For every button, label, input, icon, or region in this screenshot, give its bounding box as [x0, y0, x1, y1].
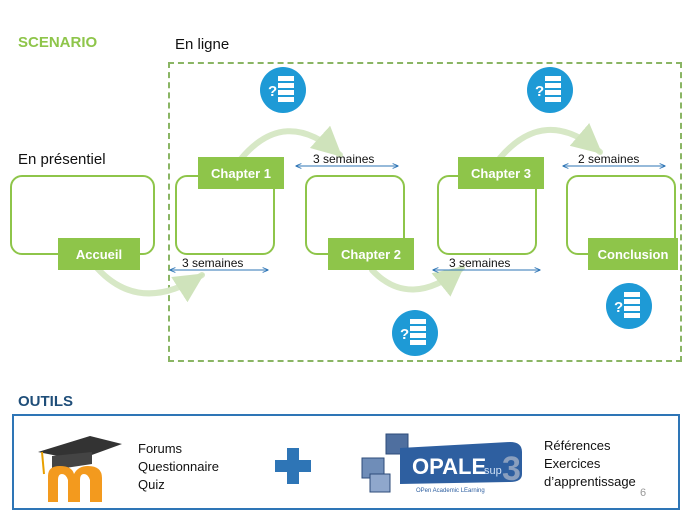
online-zone — [168, 62, 682, 362]
curve-chapter1-chapter2 — [237, 125, 343, 163]
step-tag-chapter-1: Chapter 1 — [198, 157, 284, 189]
moodle-item-questionnaire: Questionnaire — [138, 459, 219, 474]
opale-logo-numeral: 3 — [502, 450, 521, 488]
quiz-icon-chapter2: ? — [392, 310, 438, 356]
opale-logo-suffix: sup — [484, 465, 502, 477]
duration-label-3: 3 semaines — [449, 256, 511, 270]
step-tag-chapter-3: Chapter 3 — [458, 157, 544, 189]
curve-accueil-chapter1 — [94, 265, 205, 303]
opale-item-apprentissage: d’apprentissage — [544, 474, 636, 489]
opale-logo-tagline: OPen Academic LEarning — [416, 488, 485, 494]
quiz-icon-chapter1: ? — [260, 67, 306, 113]
svg-text:?: ? — [535, 83, 544, 100]
moodle-item-forums: Forums — [138, 441, 183, 456]
duration-arrows — [170, 166, 665, 270]
opale-item-references: Références — [544, 438, 611, 453]
step-tag-conclusion: Conclusion — [588, 238, 678, 270]
tools-heading: OUTILS — [18, 393, 73, 410]
duration-label-2: 3 semaines — [313, 152, 375, 166]
duration-label-1: 3 semaines — [182, 256, 244, 270]
onsite-label: En présentiel — [18, 151, 106, 168]
step-tag-chapter-2: Chapter 2 — [328, 238, 414, 270]
scenario-heading: SCENARIO — [18, 34, 98, 51]
opale-item-exercices: Exercices — [544, 456, 601, 471]
curve-chapter3-conclusion — [497, 123, 603, 161]
curve-chapter2-chapter3 — [369, 265, 465, 297]
plus-icon — [275, 448, 311, 484]
quiz-icon-conclusion: ? — [606, 283, 652, 329]
online-label: En ligne — [175, 36, 230, 53]
opale-logo: OPALE sup 3 OPen Academic LEarning — [361, 433, 522, 494]
svg-text:?: ? — [400, 326, 409, 343]
svg-text:?: ? — [268, 83, 277, 100]
flow-curves — [94, 123, 603, 303]
duration-label-4: 2 semaines — [578, 152, 640, 166]
moodle-logo — [38, 436, 122, 502]
svg-text:?: ? — [614, 299, 623, 316]
opale-logo-word: OPALE — [412, 454, 486, 479]
step-tag-accueil: Accueil — [58, 238, 140, 270]
page-number: 6 — [640, 487, 647, 499]
quiz-icon-chapter3: ? — [527, 67, 573, 113]
tools-panel — [12, 414, 680, 510]
moodle-item-quiz: Quiz — [138, 477, 165, 492]
